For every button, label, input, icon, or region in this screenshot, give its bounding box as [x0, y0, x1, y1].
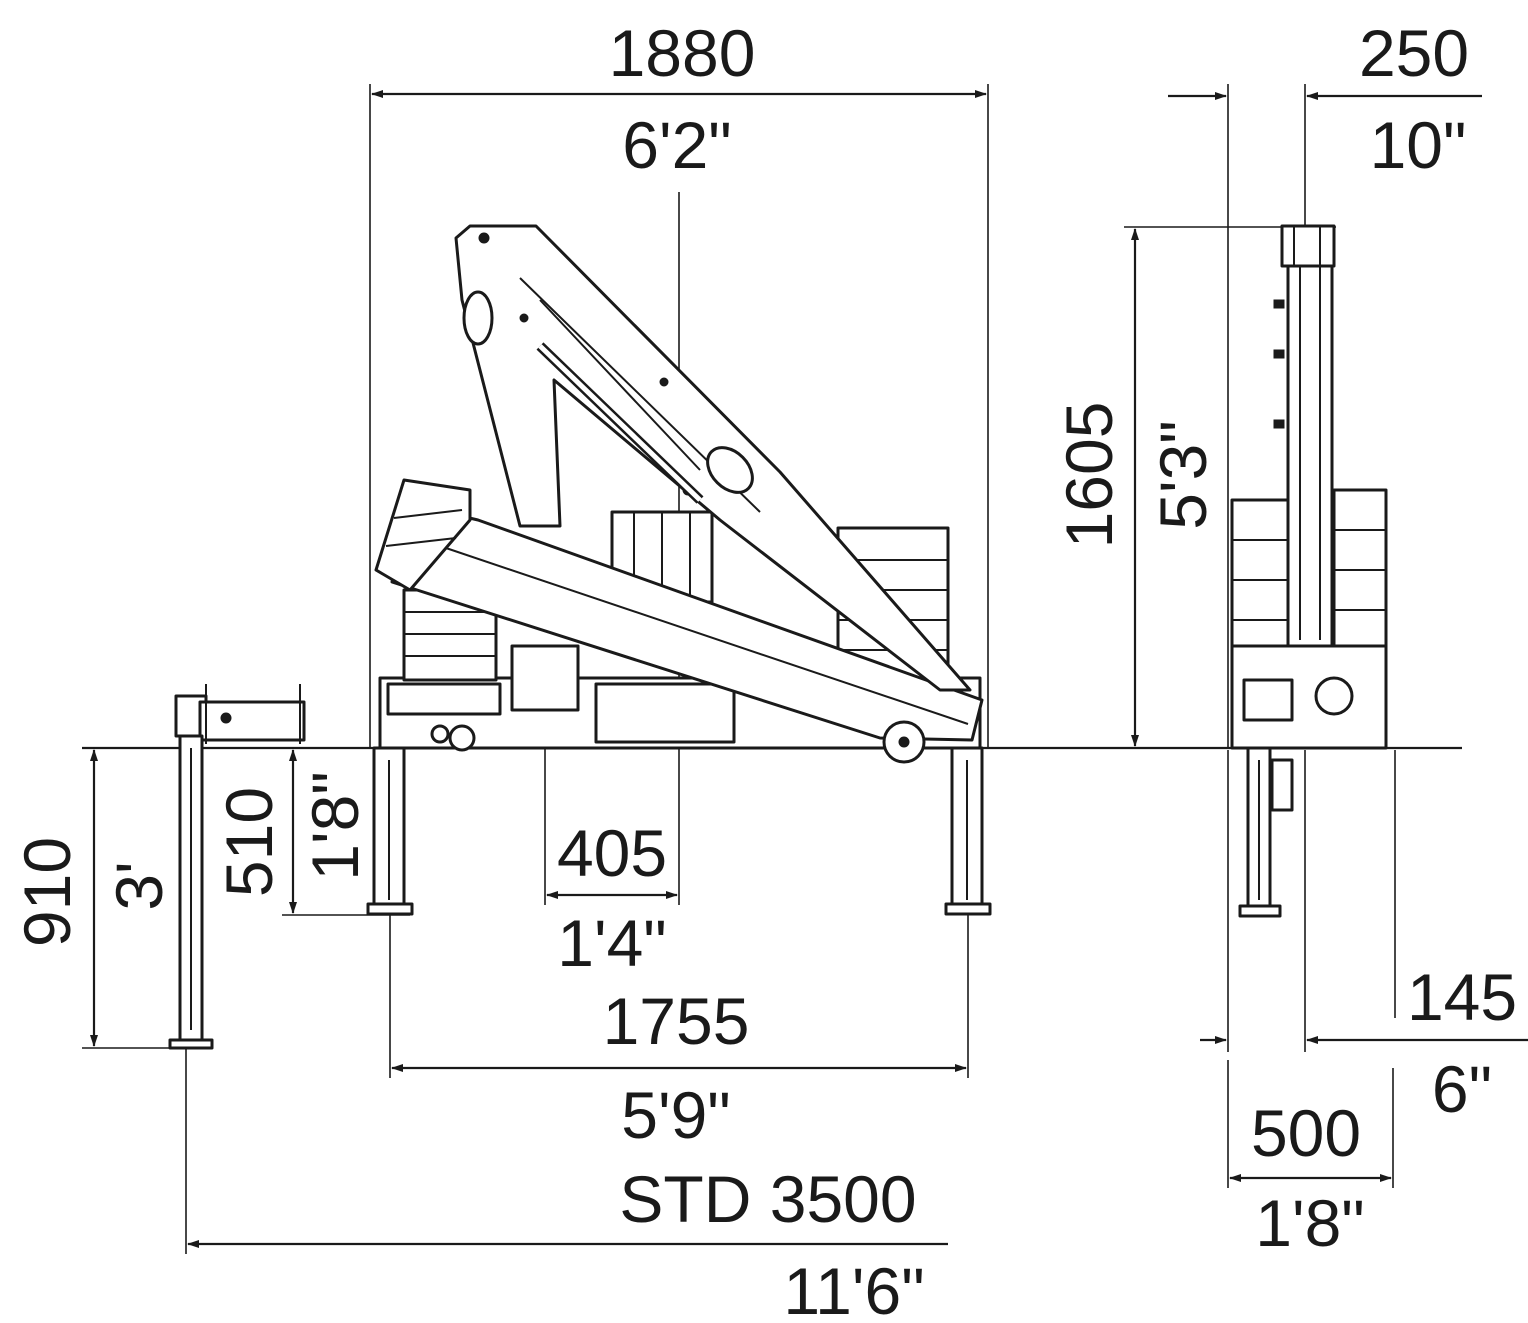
crane-side-view	[1230, 224, 1388, 918]
label-stab-span-ft: 5'9"	[621, 1078, 730, 1152]
label-std-span-ft: 11'6"	[783, 1254, 924, 1323]
label-side-width-mm: 250	[1359, 16, 1469, 90]
label-stab-depth-ft: 1'8"	[298, 771, 372, 880]
label-stab-offset-ft: 1'4"	[557, 906, 666, 980]
dim-base-width	[1227, 1060, 1394, 1188]
label-overall-width-mm: 1880	[609, 16, 756, 90]
label-side-width-in: 10"	[1370, 108, 1467, 182]
label-stab-offset-mm: 405	[557, 816, 667, 890]
label-ext-stab-depth-mm: 910	[10, 837, 84, 947]
label-stab-span-mm: 1755	[603, 984, 750, 1058]
label-side-offset-in: 6"	[1432, 1052, 1492, 1126]
label-overall-width-ft: 6'2"	[622, 108, 731, 182]
label-base-width-mm: 500	[1251, 1096, 1361, 1170]
dim-side-offset	[1200, 750, 1528, 1052]
label-side-offset-mm: 145	[1407, 960, 1517, 1034]
label-height-ft: 5'3"	[1146, 420, 1220, 529]
label-ext-stab-depth-ft: 3'	[102, 861, 176, 910]
crane-front-view	[168, 224, 992, 1050]
dim-std-span	[185, 1048, 948, 1254]
label-stab-depth-mm: 510	[212, 787, 286, 897]
dim-stab-span	[389, 905, 969, 1078]
label-height-mm: 1605	[1052, 402, 1126, 549]
dim-side-width	[1168, 84, 1482, 748]
label-std-span-mm: STD 3500	[619, 1162, 916, 1236]
label-base-width-ft: 1'8"	[1255, 1186, 1364, 1260]
